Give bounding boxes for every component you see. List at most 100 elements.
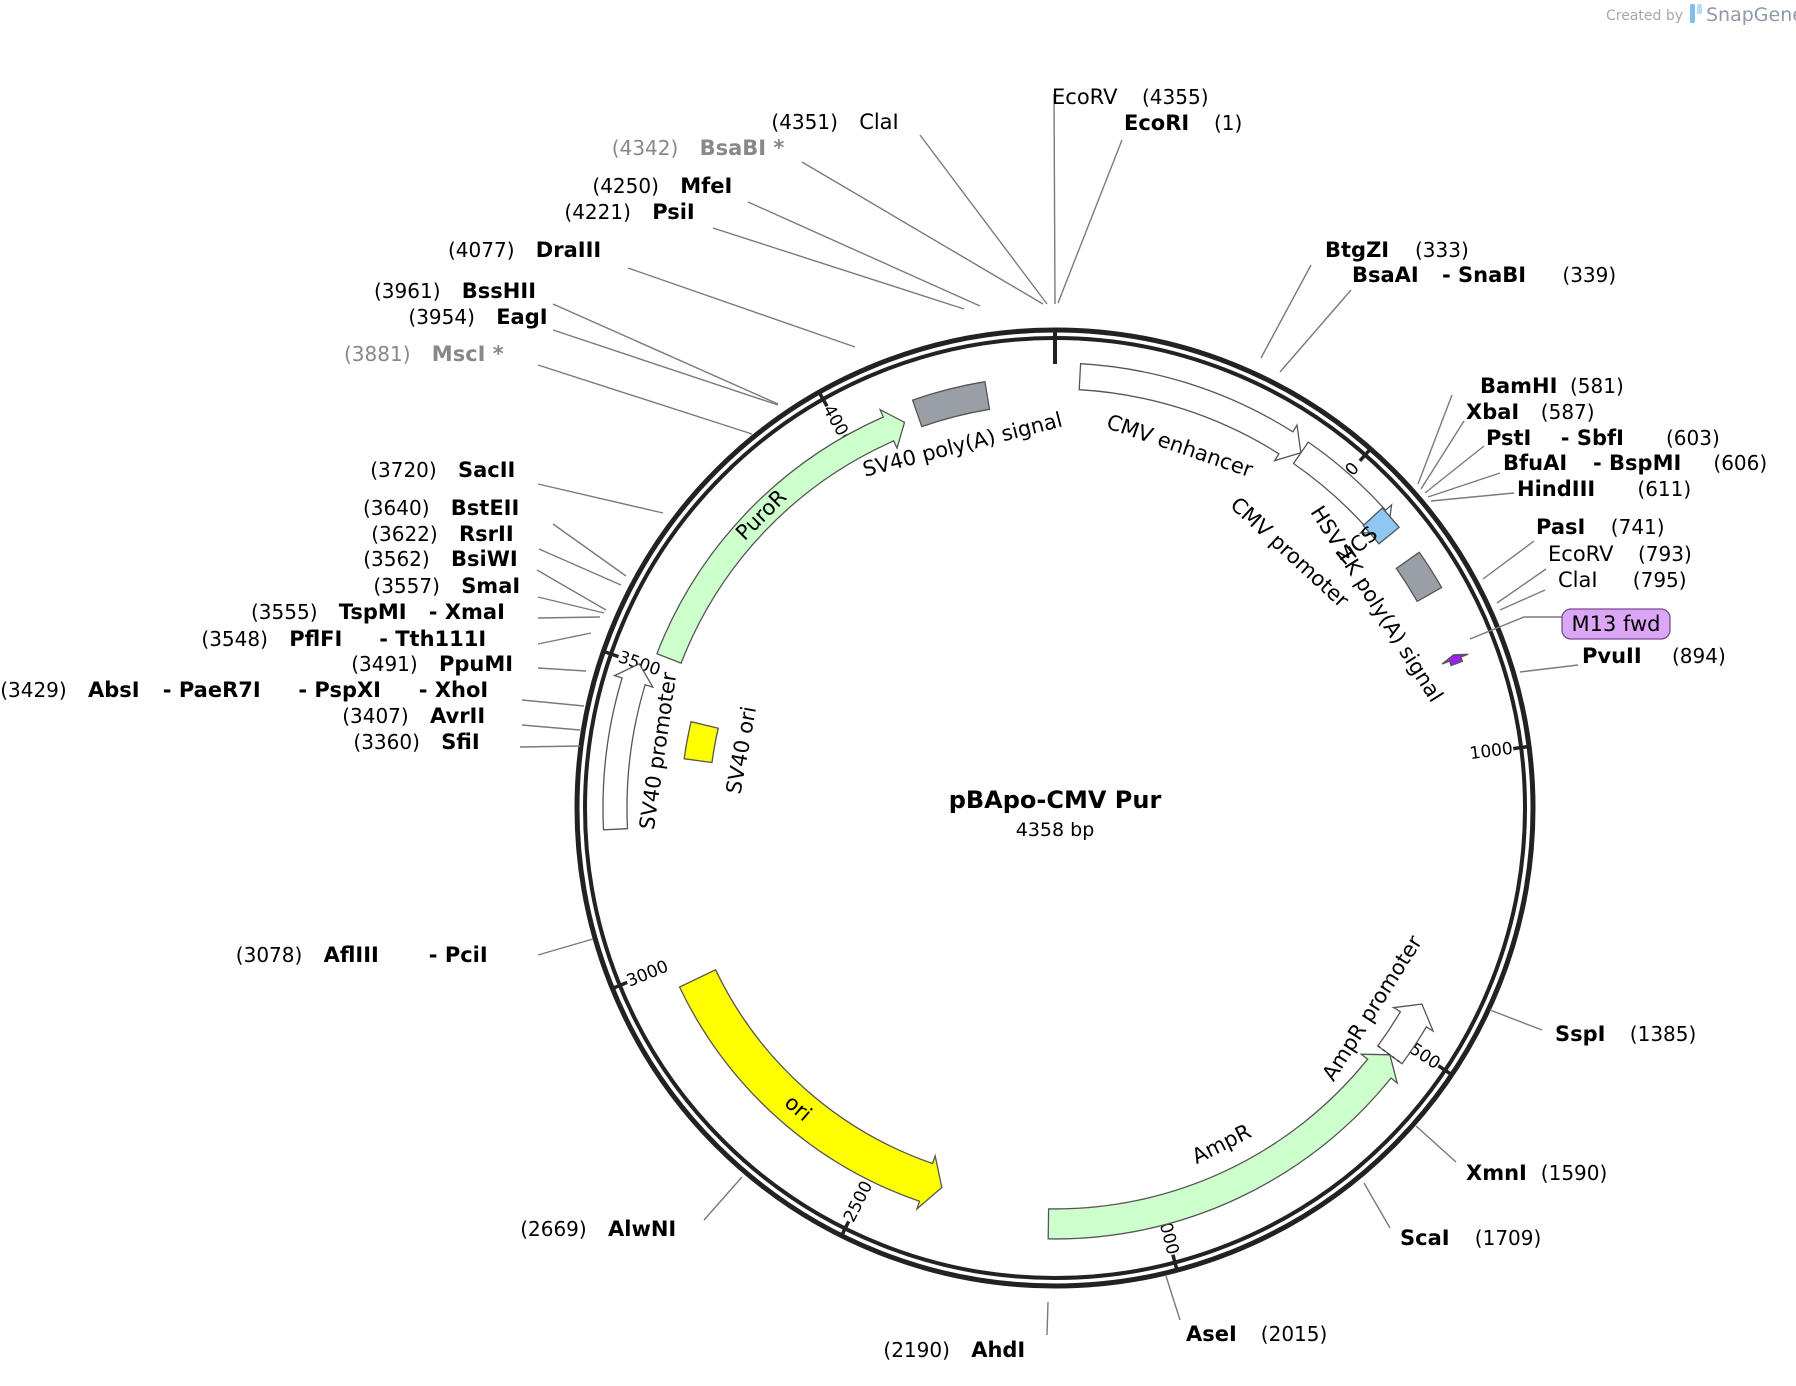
site-eagi[interactable]: (3954)EagI [408,305,547,329]
m13-fwd-arc[interactable] [1441,653,1469,667]
site-clai-795[interactable]: ClaI(795) [1558,568,1687,592]
tick-mark [1358,447,1372,463]
site-pvuii[interactable]: PvuII(894) [1582,644,1726,668]
site-leader-line [537,632,592,645]
site-position: (4077) [448,238,515,262]
ampr-promoter-divider [1377,1045,1403,1065]
site-name: SmaI [461,574,520,598]
site-absi[interactable]: (3429)AbsI- PaeR7I- PspXI- XhoI [0,678,488,702]
site-pasi[interactable]: PasI(741) [1536,515,1665,539]
site-tspmi[interactable]: (3555)TspMI- XmaI [251,600,505,624]
site-bfuai[interactable]: BfuAI- BspMI(606) [1503,451,1767,475]
site-leader-line [1519,664,1579,673]
site-mfei[interactable]: (4250)MfeI [592,174,732,198]
site-ecorv-top[interactable]: EcoRV(4355) [1052,85,1209,109]
site-name: AflIII [324,943,379,967]
sv40-promoter-arc[interactable] [602,663,655,831]
site-position: (603) [1666,426,1720,450]
site-position: (4250) [592,174,659,198]
site-bsaai[interactable]: BsaAI- SnaBI(339) [1352,263,1616,287]
site-position: (3881) [344,342,411,366]
site-leader-line [1489,1009,1543,1031]
site-name: BsaBI * [700,136,785,160]
site-name: HindIII [1517,477,1595,501]
site-avrii[interactable]: (3407)AvrII [342,704,485,728]
m13-fwd-badge[interactable]: M13 fwd [1561,608,1671,640]
cmv-enhancer-arc[interactable] [1078,363,1302,462]
credit-brand: SnapGene [1706,4,1796,26]
site-pflfi[interactable]: (3548)PflFI- Tth111I [201,627,486,651]
credit-prefix: Created by [1606,8,1683,24]
sv40-ori-arc[interactable] [683,720,720,764]
plasmid-size: 4358 bp [1016,819,1095,841]
site-clai-top[interactable]: (4351)ClaI [771,110,898,134]
site-rsrii[interactable]: (3622) RsrII [371,522,513,546]
m13-fwd-label: M13 fwd [1571,612,1660,636]
ori-arc[interactable] [678,968,943,1211]
tick-mark [817,391,829,408]
tick-mark [611,980,628,991]
site-bamhi[interactable]: BamHI(581) [1480,374,1624,398]
site-leader-line [1499,589,1546,611]
site-leader-line [537,667,587,672]
site-position: (1709) [1475,1226,1542,1250]
site-position: (3622) [371,522,438,546]
site-position: (1) [1214,111,1242,135]
site-xbai[interactable]: XbaI(587) [1466,400,1595,424]
site-asei[interactable]: AseI(2015) [1186,1322,1327,1346]
site-smai[interactable]: (3557)SmaI [373,574,520,598]
site-leader-line [1260,264,1312,359]
site-name: BssHII [462,279,536,303]
site-ecorv-793[interactable]: EcoRV (793) [1548,542,1692,566]
site-psii[interactable]: (4221)PsiI [564,200,694,224]
tick-mark [1437,1064,1453,1077]
tick-mark [602,649,620,659]
site-alwni[interactable]: (2669)AlwNI [520,1217,676,1241]
site-bsteii[interactable]: (3640)BstEII [363,496,519,520]
site-ecori[interactable]: EcoRI (1) [1124,111,1242,135]
sv40-polya-arc[interactable] [911,380,991,428]
puror-arc[interactable] [656,408,906,664]
snapgene-credit[interactable]: Created by SnapGene [1606,4,1796,26]
site-name: EcoRV [1548,542,1614,566]
site-draiii[interactable]: (4077)DraIII [448,238,601,262]
site-ahdi[interactable]: (2190)AhdI [883,1338,1025,1362]
site-msci[interactable]: (3881)MscI * [344,342,504,366]
m13-fwd-leader [1469,616,1562,640]
site-position: (2190) [883,1338,950,1362]
site-hindiii[interactable]: HindIII(611) [1517,477,1691,501]
mcs-arc[interactable] [1362,507,1401,545]
site-name: RsrII [459,522,514,546]
site-name: PvuII [1582,644,1642,668]
site-bsabi[interactable]: (4342) BsaBI * [612,136,785,160]
site-name: EcoRI [1124,111,1189,135]
site-position: (581) [1570,374,1624,398]
site-position: (3429) [0,678,67,702]
site-leader-line [537,938,594,956]
site-ppumi[interactable]: (3491)PpuMI [351,652,513,676]
site-xmni[interactable]: XmnI(1590) [1466,1161,1607,1185]
site-position: (3548) [201,627,268,651]
site-leader-line [1053,93,1056,305]
site-bsiwi[interactable]: (3562)BsiWI [363,547,517,571]
site-leader-line [552,523,627,577]
site-name: SfiI [441,730,480,754]
site-leader-line [552,329,779,406]
site-psti[interactable]: PstI- SbfI(603) [1486,426,1720,450]
site-position: (587) [1541,400,1595,424]
site-leader-line [537,364,753,435]
site-btgzi[interactable]: BtgZI(333) [1325,238,1469,262]
site-name: AlwNI [608,1217,676,1241]
site-position: (4342) [612,136,679,160]
site-scai[interactable]: ScaI(1709) [1400,1226,1541,1250]
hsv-tk-polya-arc[interactable] [1395,551,1443,603]
site-bsshii[interactable]: (3961)BssHII [374,279,536,303]
site-sfii[interactable]: (3360)SfiI [353,730,479,754]
site-position: (3078) [236,943,303,967]
site-sacii[interactable]: (3720)SacII [370,458,515,482]
ampr-arc[interactable] [1047,1053,1399,1240]
site-afliii[interactable]: (3078)AflIII- PciI [236,943,488,967]
site-position: (3407) [342,704,409,728]
site-sspi[interactable]: SspI(1385) [1555,1022,1696,1046]
site-position: (793) [1638,542,1692,566]
